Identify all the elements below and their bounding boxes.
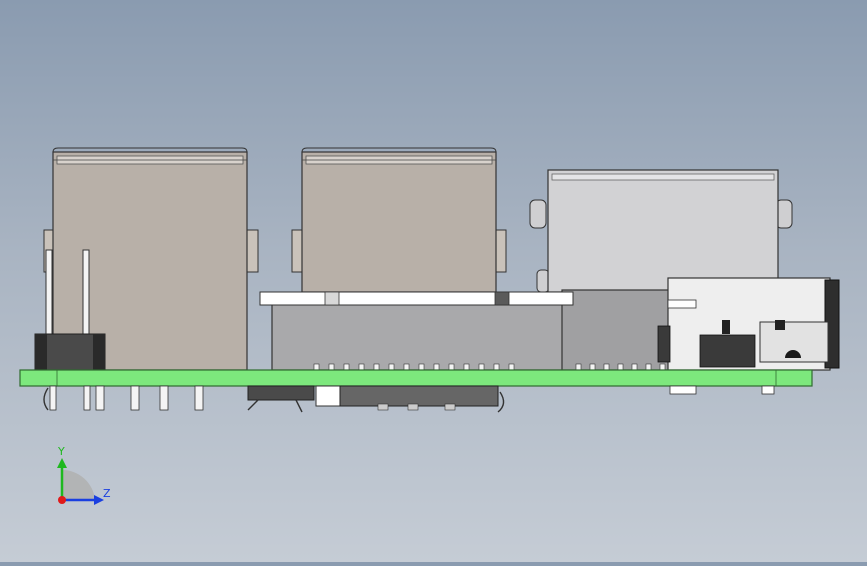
through-hole-pin <box>95 385 105 411</box>
module-pin <box>493 363 500 371</box>
y-axis-label: Y <box>57 445 65 458</box>
module-pin <box>403 363 410 371</box>
module-pin <box>373 363 380 371</box>
axis-triad: Y Z <box>57 445 111 505</box>
usb-connector-middle[interactable] <box>291 147 507 293</box>
through-hole-pin <box>159 385 169 411</box>
y-axis-arrow-icon <box>57 458 67 468</box>
triad-quadrant <box>62 469 95 500</box>
pin-header[interactable] <box>34 249 106 371</box>
through-hole-pins <box>49 385 204 411</box>
under-board-parts <box>43 385 775 413</box>
module-pin <box>388 363 395 371</box>
module-pin <box>617 363 624 371</box>
through-hole-pin <box>49 385 57 411</box>
audio-jack[interactable] <box>657 277 840 371</box>
module-pin-row <box>313 363 666 371</box>
module-pin <box>343 363 350 371</box>
module-pin <box>659 363 666 371</box>
module-pin <box>358 363 365 371</box>
module-pin <box>313 363 320 371</box>
module-pin <box>645 363 652 371</box>
module-pin <box>328 363 335 371</box>
shielded-connector-right[interactable] <box>529 169 793 293</box>
pcb-board[interactable] <box>19 369 813 387</box>
module-block[interactable] <box>271 289 673 371</box>
module-pin <box>463 363 470 371</box>
module-pin <box>589 363 596 371</box>
module-pin <box>631 363 638 371</box>
through-hole-pin <box>194 385 204 411</box>
module-pin <box>418 363 425 371</box>
module-pin <box>448 363 455 371</box>
module-pin <box>433 363 440 371</box>
module-pin <box>508 363 515 371</box>
white-strip <box>259 291 574 306</box>
through-hole-pin <box>130 385 140 411</box>
z-axis-arrow-icon <box>94 495 104 505</box>
module-pin <box>478 363 485 371</box>
module-pin <box>575 363 582 371</box>
module-pin <box>603 363 610 371</box>
x-axis-dot-icon <box>58 496 66 504</box>
z-axis-label: Z <box>103 487 111 500</box>
through-hole-pin <box>83 385 91 411</box>
